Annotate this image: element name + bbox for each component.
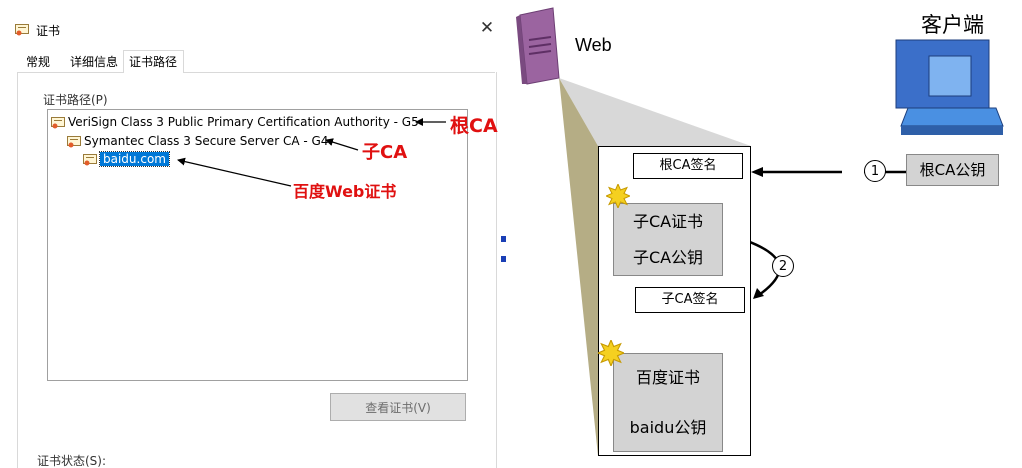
step-2-badge: 2 xyxy=(772,255,794,277)
web-server-label: Web xyxy=(575,35,612,55)
dialog-title: 证书 xyxy=(36,24,61,38)
edge-marks xyxy=(501,236,506,262)
tree-item-root-ca[interactable]: VeriSign Class 3 Public Primary Certific… xyxy=(51,113,419,132)
arrowhead-step1 xyxy=(751,167,763,177)
view-certificate-button[interactable]: 查看证书(V) xyxy=(330,393,466,421)
baidu-cert-label: 百度证书 xyxy=(635,368,700,387)
tab-general[interactable]: 常规 xyxy=(26,55,51,69)
tree-item-intermediate-ca[interactable]: Symantec Class 3 Secure Server CA - G4 xyxy=(67,132,328,151)
beam-khaki xyxy=(559,78,598,456)
root-ca-signature-note: 根CA签名 xyxy=(633,153,743,179)
annotation-sub-ca: 子CA xyxy=(362,142,408,163)
close-button[interactable]: ✕ xyxy=(479,18,495,38)
annotation-root-ca: 根CA xyxy=(450,115,498,137)
seal-icon xyxy=(598,340,624,366)
root-ca-pubkey-box: 根CA公钥 xyxy=(906,154,999,186)
arrowhead-step2 xyxy=(753,288,764,299)
arrow-to-leaf xyxy=(177,157,292,187)
sub-ca-pubkey-label: 子CA公钥 xyxy=(632,248,704,267)
sub-ca-cert-label: 子CA证书 xyxy=(632,212,704,231)
computer-icon xyxy=(895,39,1004,135)
certificate-icon xyxy=(83,153,97,165)
annotation-baidu-web-cert: 百度Web证书 xyxy=(293,182,397,201)
title-bar xyxy=(0,0,503,40)
tab-certification-path[interactable]: 证书路径 xyxy=(123,50,184,73)
certificate-icon xyxy=(67,135,81,147)
server-icon xyxy=(516,7,560,85)
arrow-to-sub xyxy=(325,138,359,151)
certificate-icon xyxy=(51,116,65,128)
tab-divider xyxy=(17,72,495,73)
tree-item-label: VeriSign Class 3 Public Primary Certific… xyxy=(68,115,419,129)
tree-item-label-selected: baidu.com xyxy=(99,151,170,167)
seal-icon xyxy=(606,184,630,208)
baidu-pubkey-label: baidu公钥 xyxy=(629,418,707,437)
certificate-icon xyxy=(15,24,29,36)
certification-path-label: 证书路径(P) xyxy=(43,93,108,107)
step-1-badge: 1 xyxy=(864,160,886,182)
tab-details[interactable]: 详细信息 xyxy=(70,55,119,69)
certificate-status-label: 证书状态(S): xyxy=(37,454,107,468)
beam-gray xyxy=(559,78,751,146)
client-label: 客户端 xyxy=(921,13,984,37)
tree-item-label: Symantec Class 3 Secure Server CA - G4 xyxy=(84,134,329,148)
sub-ca-certificate-box: 子CA证书 子CA公钥 xyxy=(613,203,723,276)
certification-path-tree[interactable]: VeriSign Class 3 Public Primary Certific… xyxy=(47,109,468,381)
sub-ca-signature-note: 子CA签名 xyxy=(635,287,745,313)
certificate-dialog: 证书 ✕ 常规 详细信息 证书路径 证书路径(P) VeriSign Class… xyxy=(0,0,503,468)
tree-item-leaf[interactable]: baidu.com xyxy=(83,150,170,169)
baidu-certificate-box: 百度证书 baidu公钥 xyxy=(613,353,723,452)
diagram-graphics xyxy=(516,7,1004,456)
